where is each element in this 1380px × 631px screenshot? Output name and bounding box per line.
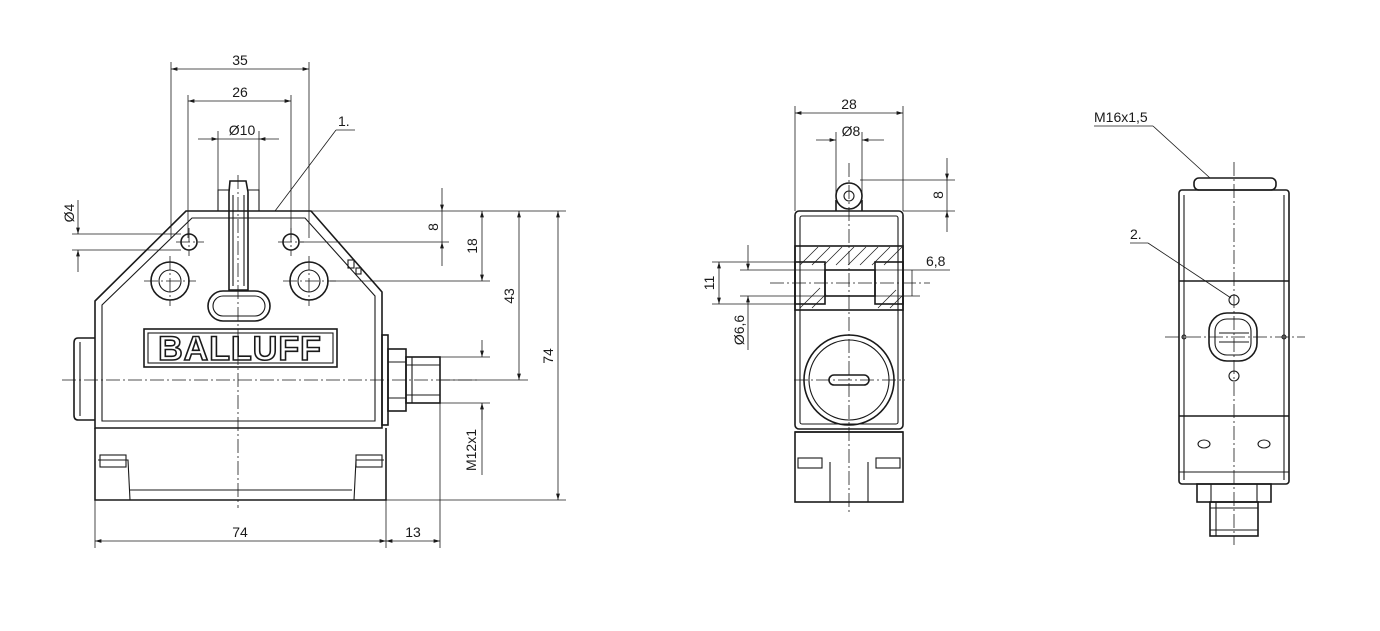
front-actuator-plunger xyxy=(228,180,249,291)
dim-front-18: 18 xyxy=(464,238,480,254)
front-slot xyxy=(207,290,271,322)
front-logo-plate xyxy=(143,328,338,368)
dim-front-dia10: Ø10 xyxy=(229,122,256,138)
front-view: BALLUFF xyxy=(61,52,566,548)
dim-side-28: 28 xyxy=(841,96,857,112)
dim-front-m12: M12x1 xyxy=(463,429,479,471)
callout-2: 2. xyxy=(1130,226,1142,242)
dim-front-13: 13 xyxy=(405,524,421,540)
callout-1: 1. xyxy=(338,113,350,129)
dim-front-43: 43 xyxy=(501,288,517,304)
side-view: 28 Ø8 8 6,8 11 Ø6,6 xyxy=(701,96,955,512)
front-housing-outline xyxy=(94,210,383,429)
dim-side-6-8: 6,8 xyxy=(926,253,946,269)
dim-front-dia4: Ø4 xyxy=(61,203,77,222)
end-top-cap xyxy=(1193,177,1277,191)
dim-side-dia6-6: Ø6,6 xyxy=(731,315,747,346)
brand-logo: BALLUFF xyxy=(158,330,322,368)
dim-front-74-width: 74 xyxy=(232,524,248,540)
dim-side-8: 8 xyxy=(930,191,946,199)
front-side-button xyxy=(73,337,95,421)
dim-end-m16: M16x1,5 xyxy=(1094,109,1148,125)
dim-front-8: 8 xyxy=(425,223,441,231)
dim-front-35: 35 xyxy=(232,52,248,68)
front-base xyxy=(94,428,387,501)
dim-side-11: 11 xyxy=(701,276,717,291)
side-section-hatch xyxy=(799,246,903,309)
dim-front-26: 26 xyxy=(232,84,248,100)
dim-front-74-vertical: 74 xyxy=(540,348,556,364)
dim-side-dia8: Ø8 xyxy=(842,123,861,139)
end-view: M16x1,5 2. xyxy=(1094,109,1305,545)
